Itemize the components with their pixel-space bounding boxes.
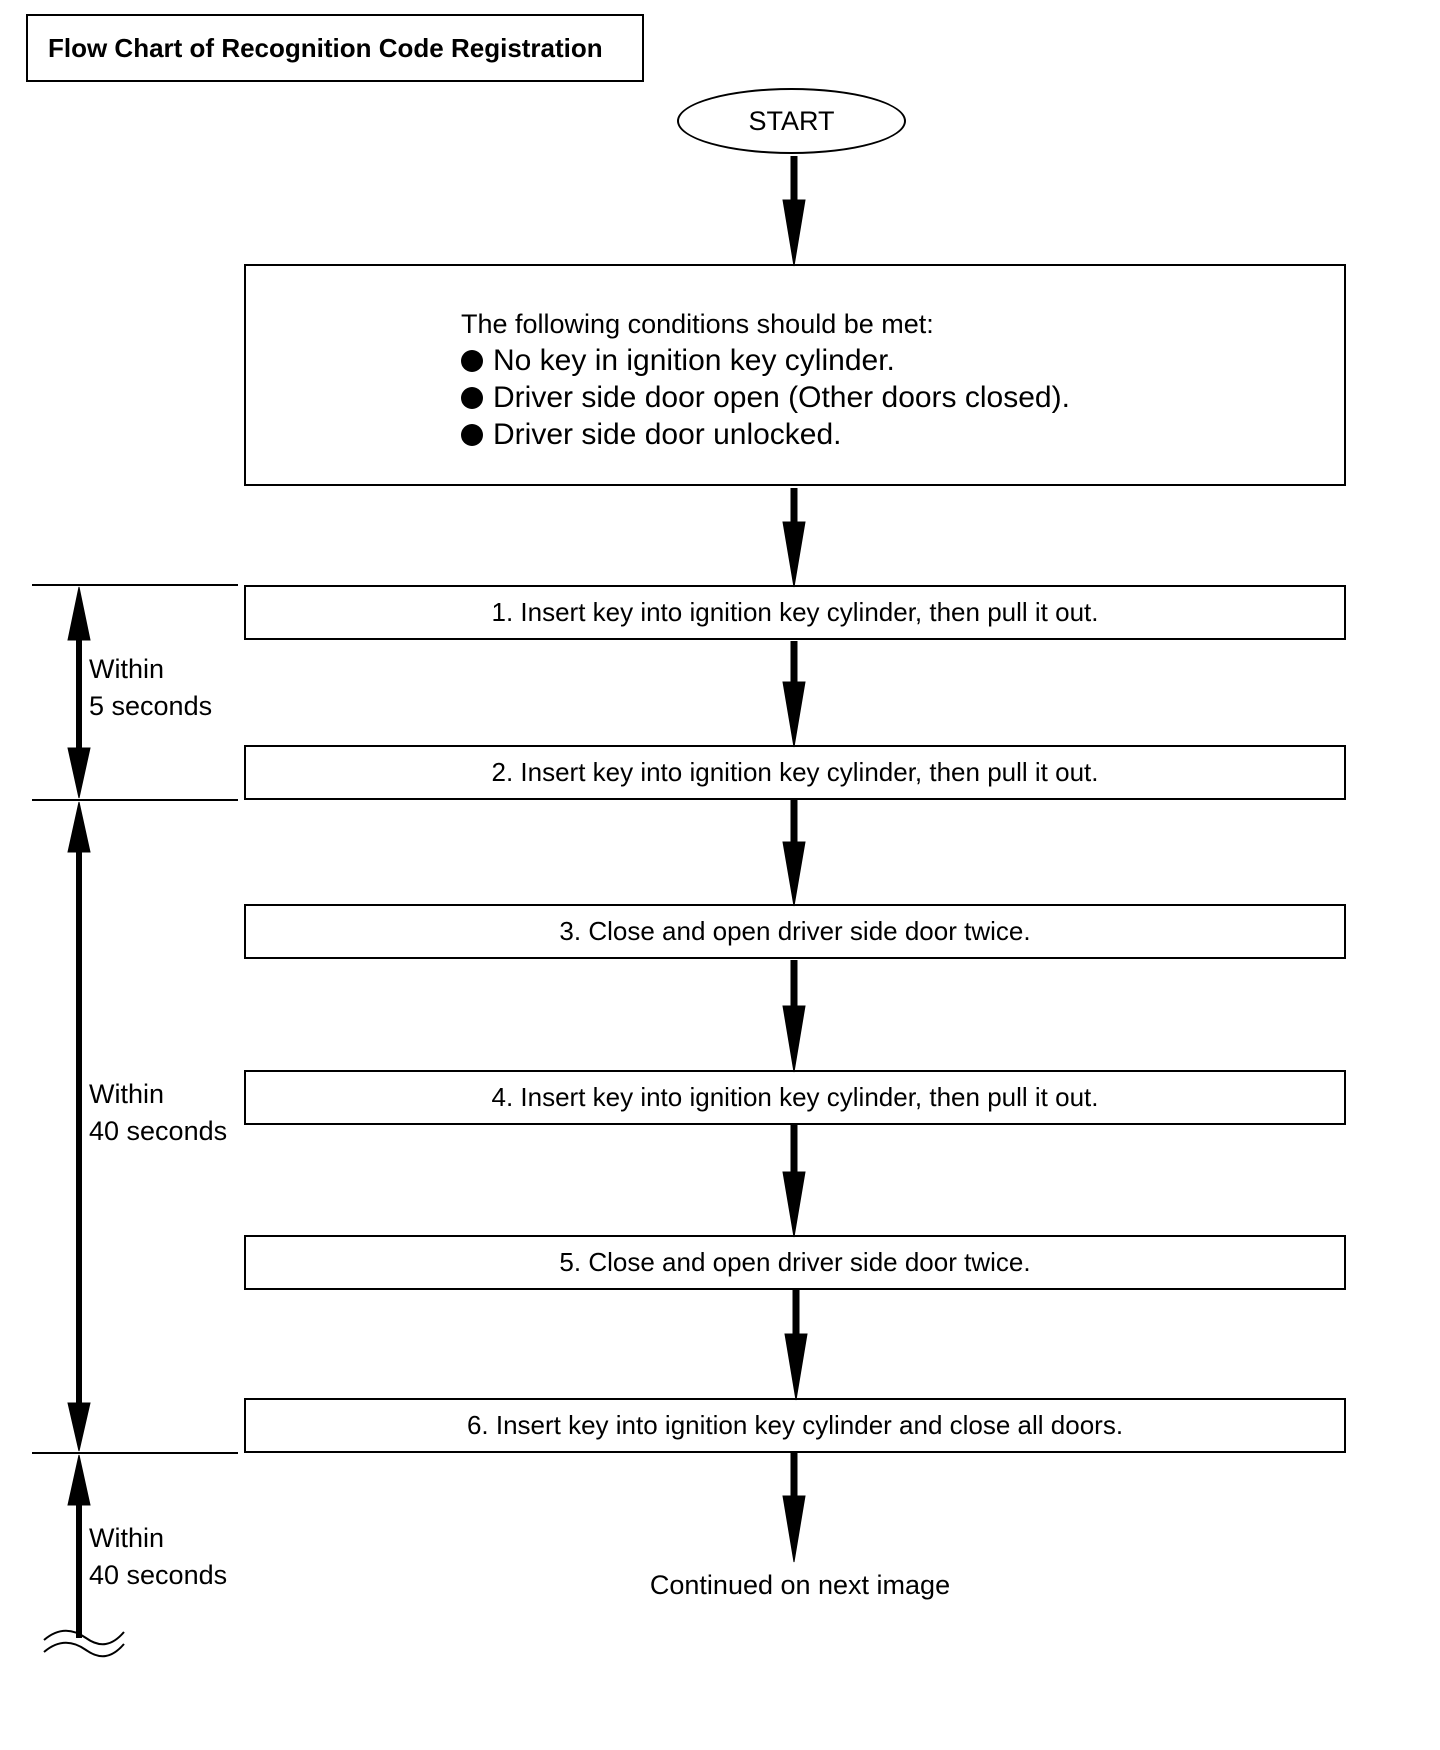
- timing-label-3: Within 40 seconds: [89, 1520, 227, 1594]
- timing-boundaries: [32, 584, 238, 1454]
- step-3-box: 3. Close and open driver side door twice…: [244, 904, 1346, 959]
- condition-item: Driver side door unlocked.: [461, 416, 1070, 453]
- chart-title: Flow Chart of Recognition Code Registrat…: [26, 14, 644, 82]
- flow-arrows: [782, 156, 808, 1563]
- arrow-conditions-to-step1: [782, 488, 806, 588]
- arrow-start-to-conditions: [782, 156, 806, 267]
- timing-label-3-line1: Within: [89, 1523, 165, 1553]
- start-node: START: [677, 88, 906, 154]
- step-6-text: 6. Insert key into ignition key cylinder…: [466, 1410, 1124, 1440]
- bullet-icon: [461, 349, 483, 372]
- timing-label-2: Within 40 seconds: [89, 1076, 227, 1150]
- step-4-box: 4. Insert key into ignition key cylinder…: [244, 1070, 1346, 1125]
- break-symbol: [43, 1629, 125, 1658]
- step-3-text: 3. Close and open driver side door twice…: [559, 916, 1031, 946]
- timing-label-2-line2: 40 seconds: [89, 1116, 228, 1146]
- step-1-box: 1. Insert key into ignition key cylinder…: [244, 585, 1346, 640]
- condition-item: Driver side door open (Other doors close…: [461, 379, 1070, 416]
- arrow-step3-to-step4: [782, 960, 806, 1073]
- arrow-step4-to-step5: [782, 1125, 806, 1238]
- arrow-step1-to-step2: [782, 641, 806, 748]
- step-2-box: 2. Insert key into ignition key cylinder…: [244, 745, 1346, 800]
- condition-text: Driver side door unlocked.: [493, 418, 842, 451]
- arrow-step6-to-continued: [782, 1453, 806, 1563]
- timing-arrow-40s-continued: [67, 1454, 91, 1638]
- conditions-heading: The following conditions should be met:: [461, 309, 934, 339]
- bullet-icon: [461, 423, 483, 446]
- start-label: START: [748, 105, 835, 136]
- step-6-box: 6. Insert key into ignition key cylinder…: [244, 1398, 1346, 1453]
- timing-arrow-5s: [67, 586, 91, 799]
- timing-arrow-40s: [67, 801, 91, 1452]
- arrow-step5-to-step6: [784, 1290, 808, 1401]
- timing-label-3-line2: 40 seconds: [89, 1560, 228, 1590]
- condition-item: No key in ignition key cylinder.: [461, 342, 1070, 379]
- timing-label-2-line1: Within: [89, 1079, 165, 1109]
- arrow-step2-to-step3: [782, 800, 806, 907]
- step-5-box: 5. Close and open driver side door twice…: [244, 1235, 1346, 1290]
- condition-text: No key in ignition key cylinder.: [493, 344, 895, 377]
- step-4-text: 4. Insert key into ignition key cylinder…: [491, 1082, 1099, 1112]
- timing-label-1-line1: Within: [89, 654, 165, 684]
- timing-label-1: Within 5 seconds: [89, 651, 212, 725]
- step-1-text: 1. Insert key into ignition key cylinder…: [491, 597, 1099, 627]
- step-2-text: 2. Insert key into ignition key cylinder…: [491, 757, 1099, 787]
- timing-label-1-line2: 5 seconds: [89, 691, 213, 721]
- bullet-icon: [461, 386, 483, 409]
- conditions-box: The following conditions should be met: …: [244, 264, 1346, 486]
- timing-arrows: [67, 586, 91, 1638]
- continued-note: Continued on next image: [649, 1570, 951, 1600]
- chart-title-text: Flow Chart of Recognition Code Registrat…: [48, 32, 603, 63]
- step-5-text: 5. Close and open driver side door twice…: [559, 1247, 1031, 1277]
- condition-text: Driver side door open (Other doors close…: [493, 381, 1070, 414]
- conditions-content: The following conditions should be met: …: [461, 306, 1070, 453]
